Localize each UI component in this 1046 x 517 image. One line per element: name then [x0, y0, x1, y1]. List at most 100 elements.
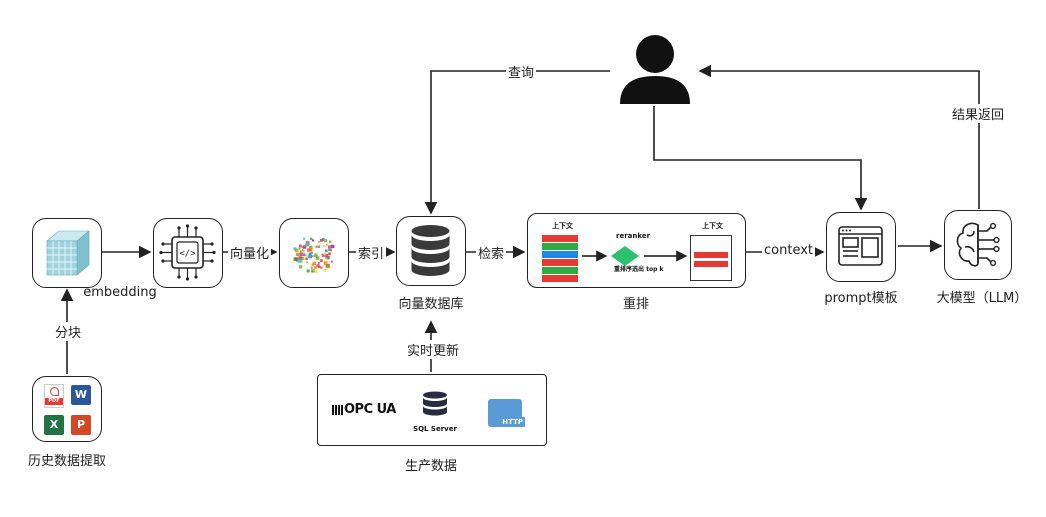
vector-point [298, 247, 301, 250]
vector-point [310, 248, 314, 251]
prompt-label: prompt模板 [824, 291, 898, 306]
rerank-label: 重排 [622, 297, 650, 312]
vector-point [330, 244, 335, 249]
rerank-arrows [582, 246, 688, 266]
vector-point [328, 249, 330, 251]
vector-point [304, 244, 308, 247]
vector-point [325, 264, 329, 268]
vector-point [328, 252, 331, 256]
template-layout-icon [838, 226, 883, 266]
vector-point [297, 258, 302, 263]
vector-point [323, 261, 328, 266]
rerank-right-title: 上下文 [702, 222, 723, 230]
vector-point [293, 247, 297, 251]
vector-point [311, 255, 314, 257]
edge-label-context: context [762, 243, 815, 258]
vector-point [308, 254, 313, 259]
pdf-icon: PDF [44, 384, 64, 408]
edge-llm-to-user [698, 64, 980, 209]
vector-point [323, 268, 327, 272]
history-label: 历史数据提取 [27, 454, 107, 469]
vector-point [311, 270, 313, 273]
word-icon: W [71, 385, 91, 405]
vector-point [302, 245, 307, 249]
vector-point [305, 242, 310, 247]
vector-point [318, 262, 320, 264]
rerank-sort-caption: 重排序选出 top k [614, 266, 664, 273]
vector-point [314, 266, 318, 270]
context-list-before [542, 235, 578, 282]
vector-point [294, 248, 299, 253]
context-topk [690, 235, 732, 281]
production-label: 生产数据 [404, 459, 458, 474]
vector-point [317, 245, 321, 248]
http-label: HTTP [491, 417, 525, 427]
vector-point [294, 257, 298, 261]
vector-point [323, 253, 326, 256]
vector-point [320, 259, 323, 262]
llm-node [944, 210, 1012, 280]
excel-icon: X [44, 415, 64, 435]
user-node [616, 34, 694, 106]
svg-text:</>: </> [179, 249, 196, 259]
vector-point [314, 270, 318, 273]
pdf-text: PDF [45, 398, 63, 405]
llm-label: 大模型（LLM） [936, 291, 1028, 306]
vector-points-icon [293, 237, 335, 273]
vector-point [308, 252, 311, 255]
prompt-node [826, 212, 896, 282]
embedding-node [32, 218, 102, 288]
edge-label-retrieve: 检索 [476, 243, 507, 262]
vector-point [302, 250, 306, 253]
data-cube-icon [46, 230, 90, 276]
vector-point [306, 269, 310, 273]
vector-point [299, 252, 304, 257]
vector-point [311, 268, 315, 273]
vector-point [315, 245, 318, 248]
embedding-label: embedding [83, 285, 157, 300]
vector-point [321, 253, 325, 257]
vector-point [300, 250, 302, 253]
vector-point [321, 238, 325, 241]
vector-point [298, 244, 302, 248]
edge-label-realtime-update: 实时更新 [405, 340, 462, 359]
vector-point [303, 237, 306, 240]
vector-point [316, 264, 320, 268]
chip-code-icon: </> [159, 224, 216, 281]
vector-point [325, 256, 328, 259]
vector-point [306, 248, 311, 252]
vector-point [309, 246, 313, 250]
sql-database-icon [423, 391, 447, 416]
history-node: PDF W X P [32, 376, 102, 442]
vector-point [310, 251, 313, 254]
vector-point [311, 263, 314, 266]
vector-point [330, 260, 333, 263]
edge-label-vectorize: 向量化 [228, 243, 272, 262]
vector-point [317, 241, 320, 243]
vector-point [295, 252, 300, 257]
vector-point [328, 240, 332, 244]
reranker-label: reranker [616, 232, 651, 240]
opc-ua-logo: OPC UA [332, 402, 396, 417]
vector-point [324, 239, 328, 243]
vector-point [305, 254, 309, 257]
reranker-diamond [611, 246, 639, 266]
vector-point [306, 261, 308, 264]
vector-points-node [279, 218, 349, 288]
vector-point [303, 245, 306, 247]
vector-point [319, 238, 323, 242]
vector-point [325, 243, 328, 246]
encoder-node: </> [153, 218, 223, 288]
vector-point [310, 237, 313, 240]
vector-db-label: 向量数据库 [398, 297, 464, 312]
edge-label-index: 索引 [356, 243, 387, 262]
vector-point [305, 257, 308, 261]
rerank-node: 上下文 reranker 重排序选出 top k 上下文 [527, 213, 746, 288]
http-icon: HTTP [488, 399, 526, 429]
vector-point [298, 265, 303, 269]
edge-label-chunk: 分块 [53, 322, 84, 341]
database-icon [411, 225, 450, 276]
vector-point [329, 248, 332, 252]
vector-point [301, 256, 305, 260]
vector-point [310, 266, 313, 269]
